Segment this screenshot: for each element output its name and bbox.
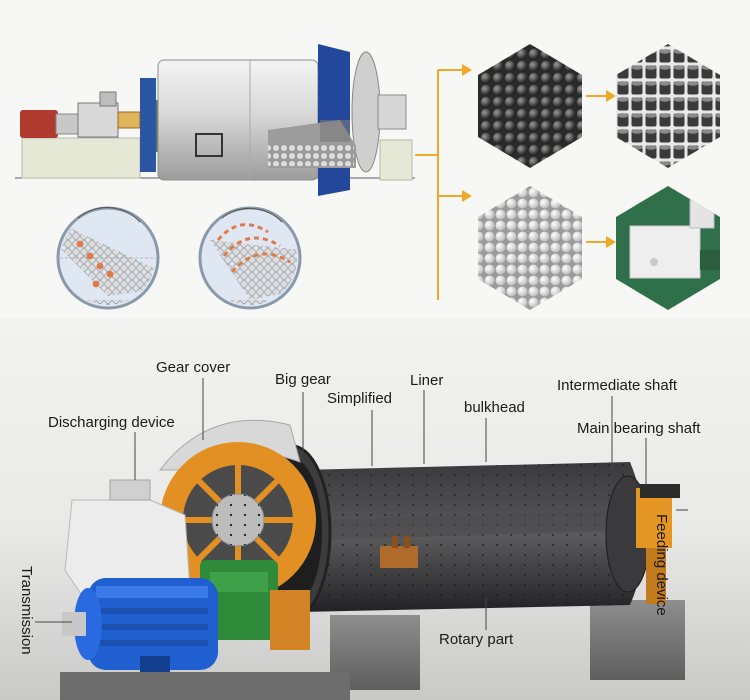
label-main-bearing-shaft: Main bearing shaft xyxy=(577,420,701,437)
label-rotary-part: Rotary part xyxy=(439,631,514,648)
label-feeding-device: Feeding device xyxy=(653,514,670,616)
label-liner: Liner xyxy=(410,372,444,389)
leader-lines xyxy=(35,378,688,630)
grinding-media-panel xyxy=(0,0,750,318)
foundation xyxy=(60,600,685,700)
ceramic-liner-image xyxy=(616,186,720,310)
ball-mill-side-view xyxy=(15,44,415,196)
flow-arrows xyxy=(415,64,616,300)
ball-mill-structure-panel: Gear cover Big gear Liner Simplified Int… xyxy=(0,318,750,700)
label-intermediate-shaft: Intermediate shaft xyxy=(557,377,678,394)
mill-cylinder xyxy=(300,462,645,612)
ceramic-balls-image xyxy=(478,186,582,310)
cascading-motion-diagram xyxy=(56,206,160,310)
label-discharging-device: Discharging device xyxy=(48,414,175,431)
gear-cover xyxy=(158,419,316,598)
reducer xyxy=(200,560,310,650)
steel-cylpebs-image xyxy=(616,44,720,168)
label-transmission: Transmission xyxy=(18,566,35,655)
ball-mill-3d-illustration xyxy=(35,378,688,700)
label-big-gear: Big gear xyxy=(275,371,331,388)
steel-balls-image xyxy=(478,44,582,168)
label-bulkhead: bulkhead xyxy=(464,399,525,416)
label-gear-cover: Gear cover xyxy=(156,359,231,376)
cataracting-motion-diagram xyxy=(198,206,302,310)
top-illustration xyxy=(15,44,720,310)
feeding-end xyxy=(605,475,680,604)
label-simplified: Simplified xyxy=(327,390,393,407)
motor xyxy=(62,578,218,672)
